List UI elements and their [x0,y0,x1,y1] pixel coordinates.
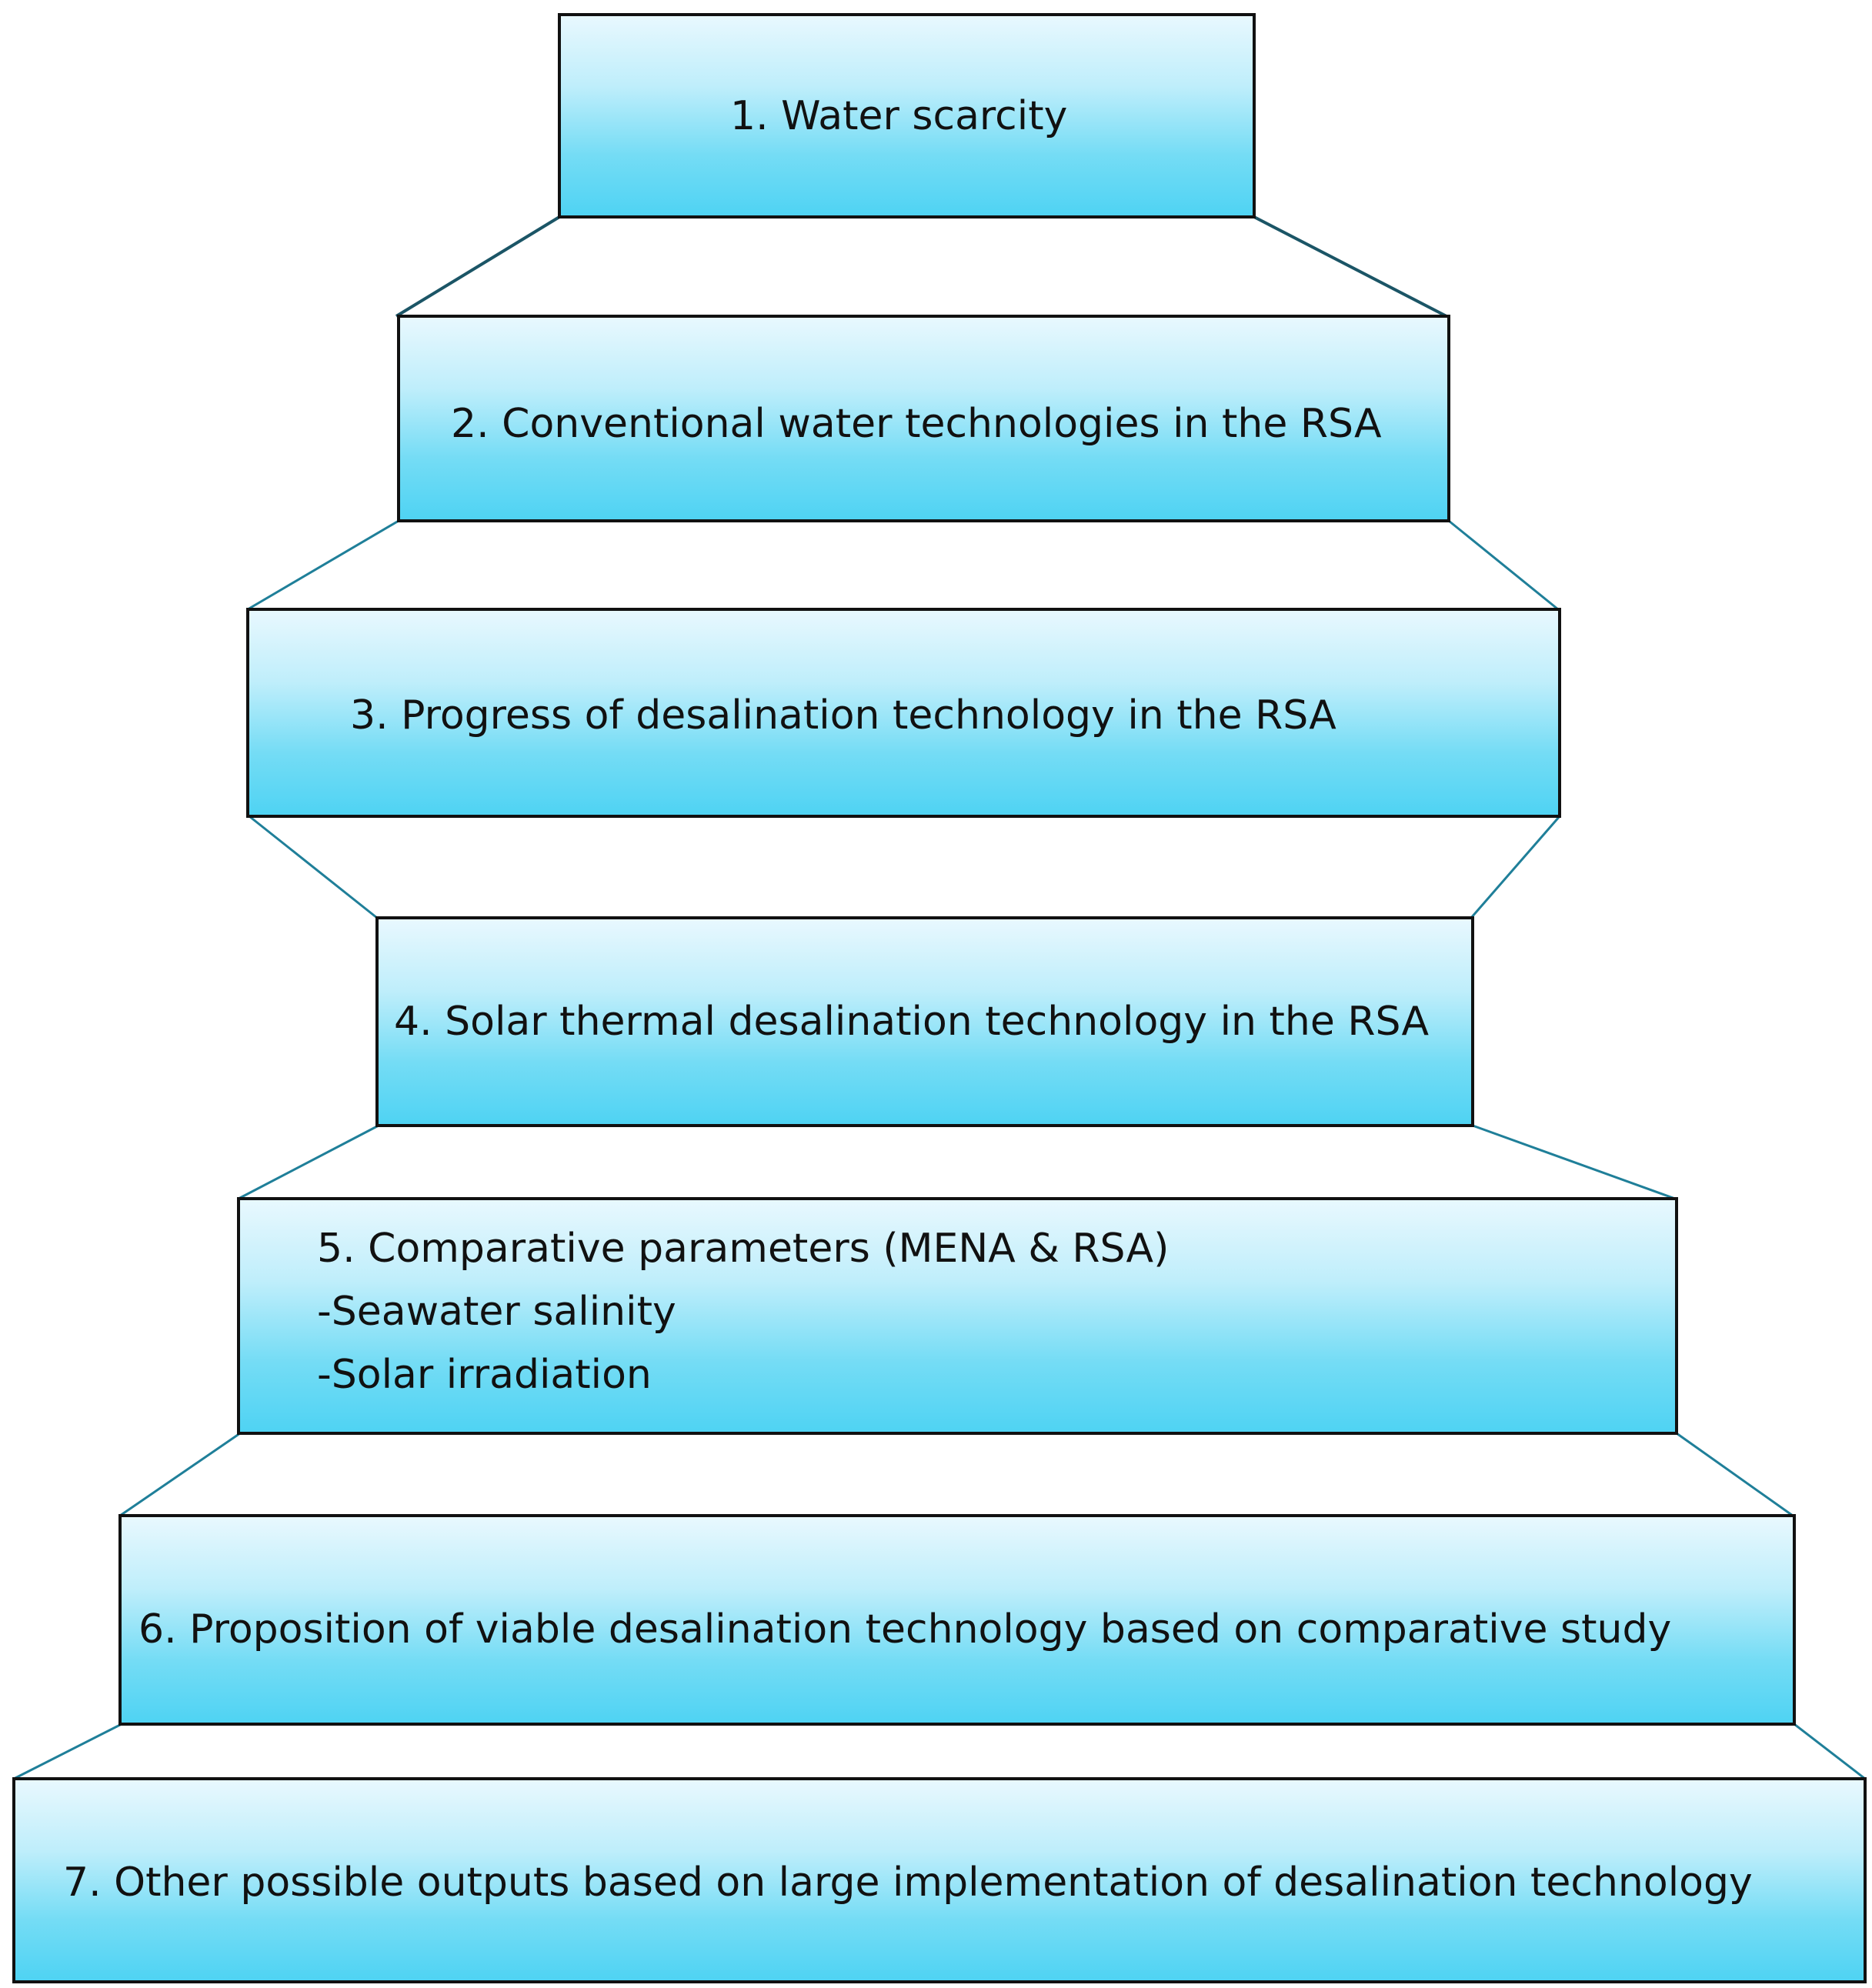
step-6-label: 6. Proposition of viable desalination te… [138,1606,1672,1653]
step-7-label: 7. Other possible outputs based on large… [63,1860,1753,1906]
step-2-box: 2. Conventional water technologies in th… [397,315,1450,522]
connector-4-5-right [1472,1124,1676,1200]
step-1-label: 1. Water scarcity [730,92,1068,139]
step-4-label: 4. Solar thermal desalination technology… [394,999,1430,1045]
step-6-box: 6. Proposition of viable desalination te… [118,1514,1796,1726]
step-1-box: 1. Water scarcity [558,13,1256,218]
step-2-label: 2. Conventional water technologies in th… [451,401,1382,447]
step-5-label-irradiation: -Solar irradiation [317,1352,652,1398]
step-3-box: 3. Progress of desalination technology i… [246,608,1561,818]
connector-1-2-right [1253,215,1447,318]
step-4-box: 4. Solar thermal desalination technology… [375,916,1474,1127]
connector-6-7-right [1794,1723,1866,1780]
step-5-label-title: 5. Comparative parameters (MENA & RSA) [317,1226,1170,1272]
step-7-box: 7. Other possible outputs based on large… [12,1777,1867,1983]
connector-5-6-right [1676,1432,1794,1517]
connector-3-4-left [249,815,378,919]
step-5-label-salinity: -Seawater salinity [317,1289,676,1335]
connector-2-3-right [1448,519,1559,611]
step-3-label: 3. Progress of desalination technology i… [350,692,1336,739]
connector-6-7-left [13,1723,122,1780]
connector-2-3-left [247,519,399,611]
connector-4-5-left [238,1124,379,1200]
connector-3-4-right [1470,816,1561,919]
connector-5-6-left [119,1432,241,1517]
connector-1-2-left [395,215,561,318]
step-5-box: 5. Comparative parameters (MENA & RSA) -… [237,1197,1678,1435]
